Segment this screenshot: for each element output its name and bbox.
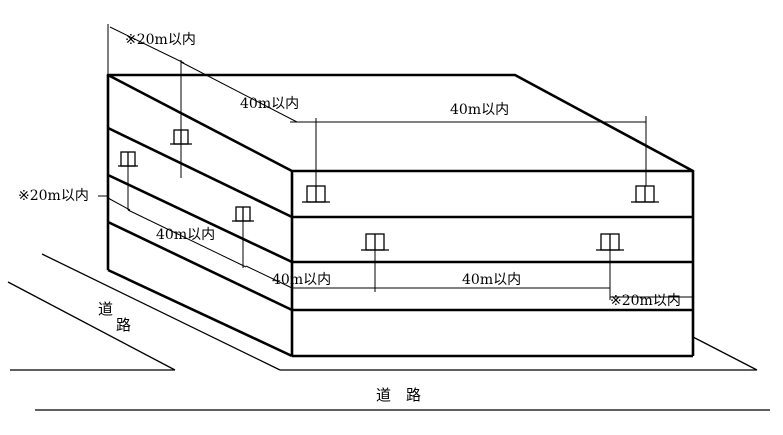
hydrant-icon — [118, 151, 138, 167]
side-road-label-1: 道 — [98, 300, 113, 318]
side-road-label-2: 路 — [116, 316, 131, 334]
building — [106, 73, 695, 358]
label-20m-right: ※20m以内 — [610, 293, 681, 309]
hydrant-icon — [302, 185, 330, 203]
dimension-lines — [98, 24, 693, 300]
label-20m-top: ※20m以内 — [125, 32, 196, 48]
hydrant-icon — [361, 233, 389, 251]
building-roof — [106, 73, 695, 173]
label-20m-left: ※20m以内 — [18, 188, 89, 204]
hydrant-icon — [232, 206, 254, 222]
label-40m-roof-right: 40m以内 — [450, 102, 509, 118]
label-40m-front-left: 40m以内 — [272, 272, 331, 288]
label-40m-roof-left: 40m以内 — [240, 96, 299, 112]
hydrant-icon — [596, 233, 624, 251]
front-road-label: 道 路 — [376, 386, 421, 404]
hydrant-icon — [631, 185, 659, 203]
labels: ※20m以内 40m以内 40m以内 ※20m以内 40m以内 40m以内 40… — [18, 32, 681, 404]
label-40m-front-right: 40m以内 — [462, 272, 521, 288]
label-40m-side: 40m以内 — [156, 227, 215, 243]
front-road — [35, 336, 770, 411]
side-road — [7, 253, 281, 371]
